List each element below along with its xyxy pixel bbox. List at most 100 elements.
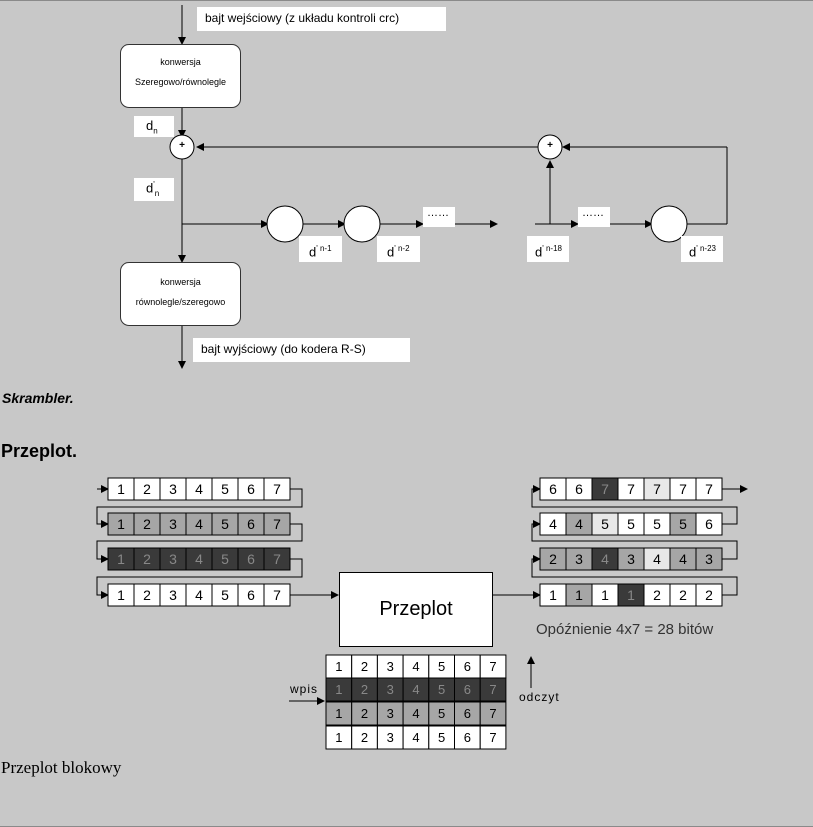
tap-n18-base: d xyxy=(535,244,543,260)
input-row-cell-label: 4 xyxy=(195,481,203,497)
output-row-cell-label: 4 xyxy=(601,551,609,567)
input-row-cell xyxy=(263,583,291,607)
output-row-cell-label: 1 xyxy=(627,587,635,603)
input-row-cell-label: 4 xyxy=(195,587,203,603)
tap-n1-base: d xyxy=(309,244,317,260)
output-row-cell-label: 4 xyxy=(653,551,661,567)
output-row-cell-label: 7 xyxy=(653,481,661,497)
write-label: wpis xyxy=(290,682,319,696)
output-row-cell-label: 7 xyxy=(601,481,609,497)
output-row-cell xyxy=(695,547,723,571)
input-row-cell-label: 1 xyxy=(117,551,125,567)
input-row-cell-label: 6 xyxy=(247,587,255,603)
tap-n2-sup: ' n-2 xyxy=(394,244,410,253)
matrix-row-cell-label: 4 xyxy=(412,730,419,745)
matrix-row-cell-label: 1 xyxy=(335,706,342,721)
input-row-cell-label: 7 xyxy=(273,481,281,497)
ps-converter-title: konwersja xyxy=(160,277,201,287)
dprime-prime: ' xyxy=(153,180,155,189)
output-row-cell-label: 2 xyxy=(705,587,713,603)
input-row-cell-label: 5 xyxy=(221,481,229,497)
output-row-cell-label: 7 xyxy=(679,481,687,497)
matrix-row-cell-label: 7 xyxy=(489,730,496,745)
input-row-cell-label: 2 xyxy=(143,587,151,603)
interleaver-block: Przeplot xyxy=(339,572,493,647)
output-row-cell-label: 3 xyxy=(627,551,635,567)
dn-label: dn xyxy=(134,116,174,137)
matrix-row-cell-label: 1 xyxy=(335,730,342,745)
matrix-row-cell xyxy=(479,677,507,702)
input-row-cell-label: 4 xyxy=(195,551,203,567)
matrix-row-cell-label: 6 xyxy=(464,659,471,674)
matrix-row-cell-label: 6 xyxy=(464,682,471,697)
input-row-cell-label: 2 xyxy=(143,481,151,497)
matrix-row-cell-label: 5 xyxy=(438,706,445,721)
input-row-cell-label: 2 xyxy=(143,516,151,532)
output-row-cell-label: 1 xyxy=(549,587,557,603)
read-label: odczyt xyxy=(519,690,560,704)
input-byte-label: bajt wejściowy (z układu kontroli crc) xyxy=(197,7,446,31)
xor-right-circle xyxy=(537,134,563,160)
matrix-row-cell-label: 4 xyxy=(412,659,419,674)
tap-n1-sup: ' n-1 xyxy=(316,244,332,253)
output-row-cell-label: 1 xyxy=(575,587,583,603)
input-row-cell-label: 6 xyxy=(247,516,255,532)
xor-left-circle xyxy=(169,134,195,160)
output-row-cell-label: 2 xyxy=(679,587,687,603)
output-row-cell-label: 6 xyxy=(549,481,557,497)
tap-label-n2: d' n-2 xyxy=(377,236,420,262)
output-row-cell-label: 2 xyxy=(549,551,557,567)
input-row-cell-label: 6 xyxy=(247,481,255,497)
matrix-row-cell-label: 3 xyxy=(387,730,394,745)
input-row-cell-label: 3 xyxy=(169,587,177,603)
output-row-cell-label: 3 xyxy=(705,551,713,567)
interleave-heading: Przeplot. xyxy=(1,441,78,461)
output-row-cell-label: 7 xyxy=(705,481,713,497)
tap-n18-sup: ' n-18 xyxy=(542,244,562,253)
matrix-row-cell-label: 4 xyxy=(412,706,419,721)
output-row-cell-label: 7 xyxy=(627,481,635,497)
matrix-row-cell-label: 3 xyxy=(387,659,394,674)
input-row-cell-label: 7 xyxy=(273,587,281,603)
sp-converter-block: konwersja Szeregowo/równolegle xyxy=(120,44,241,108)
delay-note: Opóźnienie 4x7 = 28 bitów xyxy=(536,621,714,638)
interleave-connectors xyxy=(96,485,748,705)
output-row-cell-label: 4 xyxy=(575,516,583,532)
input-row-cell-label: 3 xyxy=(169,516,177,532)
output-row-cell-label: 6 xyxy=(705,516,713,532)
dn-subscript: n xyxy=(153,126,158,136)
delay-circle-1 xyxy=(266,205,304,243)
output-row-cell xyxy=(695,583,723,607)
tap-label-n1: d' n-1 xyxy=(299,236,342,262)
output-row-cell-label: 5 xyxy=(679,516,687,532)
sp-converter-title: konwersja xyxy=(160,57,201,67)
matrix-row-cell xyxy=(479,725,507,750)
input-row-cell-label: 7 xyxy=(273,516,281,532)
dprime-subscript: n xyxy=(154,188,160,198)
input-row-cell-label: 2 xyxy=(143,551,151,567)
input-row-cell-label: 5 xyxy=(221,551,229,567)
matrix-row-cell-label: 6 xyxy=(464,706,471,721)
xor-right-plus: + xyxy=(547,140,553,151)
tap-n23-base: d xyxy=(689,244,697,260)
matrix-row-cell-label: 1 xyxy=(335,682,342,697)
input-row-cell xyxy=(263,477,291,501)
input-row-cell-label: 3 xyxy=(169,551,177,567)
matrix-row-cell-label: 4 xyxy=(412,682,419,697)
tap-n23-sup: ' n-23 xyxy=(696,244,716,253)
matrix-row-cell-label: 1 xyxy=(335,659,342,674)
matrix-row-cell-label: 5 xyxy=(438,682,445,697)
input-row-cell xyxy=(263,547,291,571)
matrix-row-cell-label: 6 xyxy=(464,730,471,745)
matrix-row-cell-label: 2 xyxy=(361,730,368,745)
output-row-cell-label: 4 xyxy=(679,551,687,567)
tap-label-n18: d' n-18 xyxy=(527,236,569,262)
delay-circle-3 xyxy=(650,205,688,243)
output-row-cell-label: 2 xyxy=(653,587,661,603)
matrix-row-cell-label: 2 xyxy=(361,659,368,674)
input-row-cell xyxy=(263,512,291,536)
dn-base: d xyxy=(146,118,154,133)
output-row-cell-label: 6 xyxy=(575,481,583,497)
